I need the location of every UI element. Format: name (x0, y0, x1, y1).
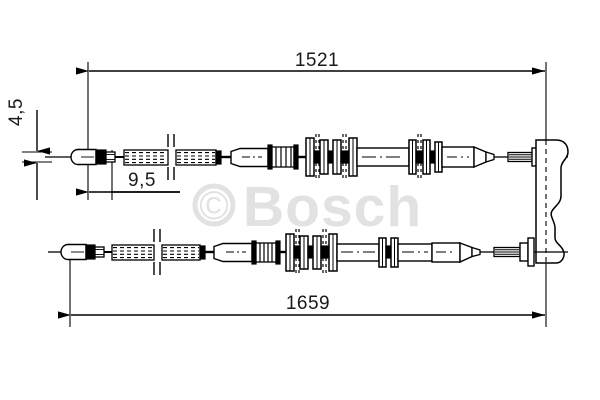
watermark-copyright-glyph: © (199, 184, 228, 228)
watermark-brand-text: Bosch (243, 175, 422, 239)
bosch-watermark: © Bosch (192, 175, 422, 239)
dimension-1659: 1659 (58, 293, 545, 319)
break-marks-upper-left (167, 134, 175, 180)
right-mounting-bracket (535, 139, 569, 264)
lower-collar-group (285, 229, 338, 275)
dim-label-1659: 1659 (286, 293, 330, 314)
dim-label-9-5: 9,5 (128, 170, 156, 191)
dimension-1521: 1521 (76, 50, 545, 75)
dim-label-4-5: 4,5 (6, 98, 27, 126)
lower-brake-cable (48, 229, 568, 275)
dimension-4-5: 4,5 (6, 98, 50, 200)
dimension-9-5: 9,5 (76, 170, 180, 196)
copyright-icon: © (192, 183, 236, 228)
upper-collar-group (305, 134, 358, 180)
upper-collar-group-right (408, 134, 443, 180)
bracket-outline (535, 139, 569, 264)
break-marks-lower-left (153, 229, 161, 275)
dim-label-1521: 1521 (295, 50, 339, 71)
